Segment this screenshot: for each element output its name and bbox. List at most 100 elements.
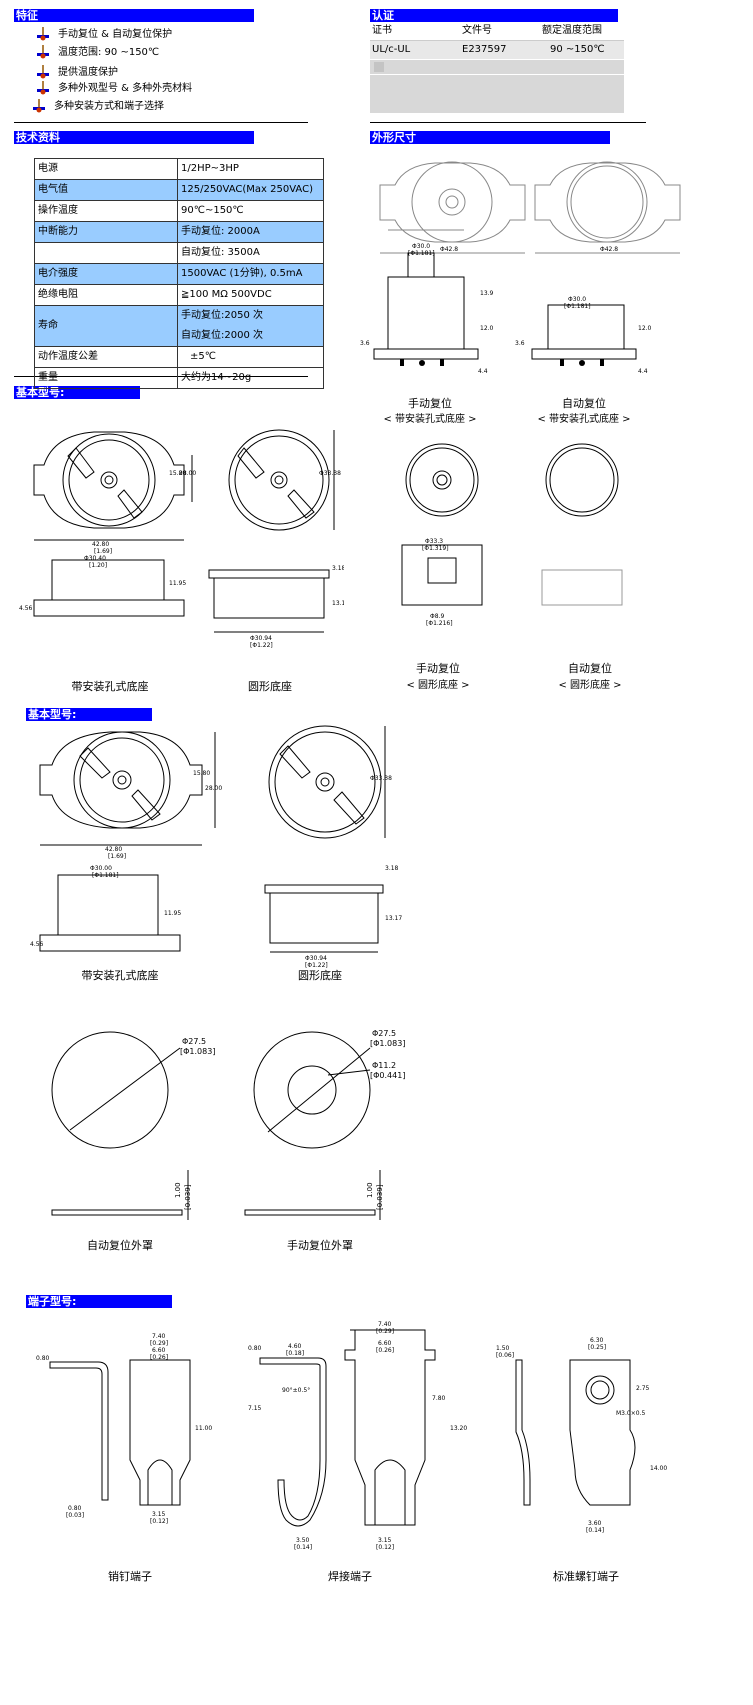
- dim-label: [Φ1.22]: [305, 962, 328, 969]
- feature-text: 手动复位 & 自动复位保护: [58, 29, 173, 40]
- feature-text: 温度范围: 90 ~150℃: [58, 47, 160, 58]
- dim-label: [0.12]: [150, 1518, 168, 1525]
- dim-label: [0.26]: [150, 1354, 168, 1361]
- section-header-tech: 技术资料: [14, 131, 254, 144]
- dim-label: [Φ1.181]: [564, 303, 591, 310]
- dim-label: 12.0: [480, 325, 494, 332]
- cert-header-row: 证书 文件号 额定温度范围: [370, 22, 624, 40]
- dim-label: 13.9: [480, 290, 494, 297]
- feature-item: 多种安装方式和端子选择: [32, 99, 164, 115]
- cert-cell: E237597: [462, 44, 507, 55]
- section-header-features: 特征: [14, 9, 254, 22]
- dim-label: 28.00: [179, 470, 196, 477]
- dim-label: 15.80: [169, 470, 186, 477]
- cert-row-empty: [370, 60, 624, 74]
- dim-label: 11.95: [164, 910, 181, 917]
- spec-value-line: 手动复位:2050 次: [181, 310, 263, 321]
- dim-label: [0.12]: [376, 1544, 394, 1551]
- dim-label: 3.60: [588, 1520, 602, 1527]
- dim-label: Φ33.38: [319, 470, 341, 477]
- dim-label: 7.15: [248, 1405, 262, 1412]
- thermometer-icon: [36, 65, 50, 79]
- feature-text: 多种安装方式和端子选择: [54, 101, 164, 112]
- spec-row: 重量大约为14~20g: [34, 367, 324, 389]
- thermometer-icon: [36, 81, 50, 95]
- thermometer-icon: [36, 45, 50, 59]
- divider: [14, 122, 308, 123]
- spec-label: 操作温度: [34, 200, 178, 222]
- dim-label: 0.80: [68, 1505, 82, 1512]
- feature-item: 多种外观型号 & 多种外壳材料: [36, 81, 192, 97]
- dim-label: [Φ1.181]: [92, 872, 119, 879]
- dim-label: Φ30.40: [84, 555, 106, 562]
- dim-label: 3.6: [360, 340, 370, 347]
- dim-label: [0.14]: [586, 1527, 604, 1534]
- dim-label: 4.4: [638, 368, 648, 375]
- caption-auto-cover: 自动复位外罩: [87, 1239, 153, 1252]
- dim-label: 6.30: [590, 1337, 604, 1344]
- feature-item: 手动复位 & 自动复位保护: [36, 27, 172, 43]
- dim-label: Φ30.94: [250, 635, 272, 642]
- caption-round-base: 圆形底座: [248, 680, 292, 693]
- dim-label: Φ33.38: [370, 775, 392, 782]
- dim-label: 12.0: [638, 325, 652, 332]
- caption-manual-cover: 手动复位外罩: [287, 1239, 353, 1252]
- spec-value-line: 自动复位:2000 次: [181, 330, 263, 341]
- dim-label: 4.56: [30, 941, 44, 948]
- spec-value: 大约为14~20g: [177, 367, 324, 389]
- dim-label: [1.69]: [94, 548, 112, 555]
- caption-manual-reset: 手动复位: [408, 397, 452, 410]
- dim-label: [Φ1.319]: [422, 545, 449, 552]
- dim-label: [0.06]: [496, 1352, 514, 1359]
- feature-item: 提供温度保护: [36, 65, 118, 81]
- thermometer-icon: [36, 27, 50, 41]
- dim-label: 90°±0.5°: [282, 1387, 310, 1394]
- section-header-certification: 认证: [370, 9, 618, 22]
- spec-row: 动作温度公差±5℃: [34, 346, 324, 368]
- basic-model-drawings-2: 42.80 [1.69] 15.80 28.00 Φ33.38 Φ30.00 […: [30, 725, 402, 969]
- dim-label: [Φ1.216]: [426, 620, 453, 627]
- certification-table: 证书 文件号 额定温度范围 UL/c-UL E237597 90 ~150℃: [370, 22, 624, 113]
- spec-value: 手动复位: 2000A: [177, 221, 324, 243]
- spec-label: 绝缘电阻: [34, 284, 178, 306]
- dim-label: 13.20: [450, 1425, 467, 1432]
- dim-label: 42.80: [105, 846, 122, 853]
- caption-mount-base: 带安装孔式底座: [71, 680, 149, 693]
- caption-solder-terminal: 焊接端子: [328, 1570, 372, 1583]
- caption-screw-terminal: 标准螺钉端子: [553, 1570, 619, 1583]
- feature-text: 提供温度保护: [58, 67, 118, 78]
- dim-label: 3.15: [378, 1537, 392, 1544]
- feature-item: 温度范围: 90 ~150℃: [36, 45, 159, 61]
- dim-label: 0.80: [36, 1355, 50, 1362]
- cert-row: UL/c-UL E237597 90 ~150℃: [370, 40, 624, 59]
- dim-label: 13.17: [385, 915, 402, 922]
- spec-label: 重量: [34, 367, 178, 389]
- spec-label: 中断能力: [34, 221, 178, 243]
- dim-label: Φ11.2: [372, 1061, 396, 1070]
- spec-label: 电源: [34, 158, 178, 180]
- dim-label: 1.00: [366, 1182, 374, 1198]
- caption-manual-reset-2: 手动复位: [416, 662, 460, 675]
- spec-row: 寿命手动复位:2050 次自动复位:2000 次: [34, 305, 324, 347]
- dim-label: 7.40: [378, 1321, 392, 1328]
- section-header-basic-models-1: 基本型号:: [14, 386, 140, 399]
- caption-auto-reset-2: 自动复位: [568, 662, 612, 675]
- spec-row: 中断能力手动复位: 2000A: [34, 221, 324, 243]
- dim-label: Φ8.9: [430, 613, 444, 620]
- spec-value: ±5℃: [177, 346, 324, 368]
- dim-label: 14.00: [650, 1465, 667, 1472]
- dim-label: [0.14]: [294, 1544, 312, 1551]
- dim-label: [0.03]: [66, 1512, 84, 1519]
- spec-value: 90℃~150℃: [177, 200, 324, 222]
- spec-value: 125/250VAC(Max 250VAC): [177, 179, 324, 201]
- spec-row: 自动复位: 3500A: [34, 242, 324, 264]
- cert-col-header: 额定温度范围: [542, 25, 602, 36]
- dim-label: 3.18: [332, 565, 344, 572]
- spec-value: 1/2HP~3HP: [177, 158, 324, 180]
- cert-cell: UL/c-UL: [372, 44, 411, 55]
- cert-cell: 90 ~150℃: [550, 44, 605, 55]
- dim-label: 0.80: [248, 1345, 262, 1352]
- dim-label: [Φ1.083]: [370, 1039, 405, 1048]
- section-header-basic-models-2: 基本型号:: [26, 708, 152, 721]
